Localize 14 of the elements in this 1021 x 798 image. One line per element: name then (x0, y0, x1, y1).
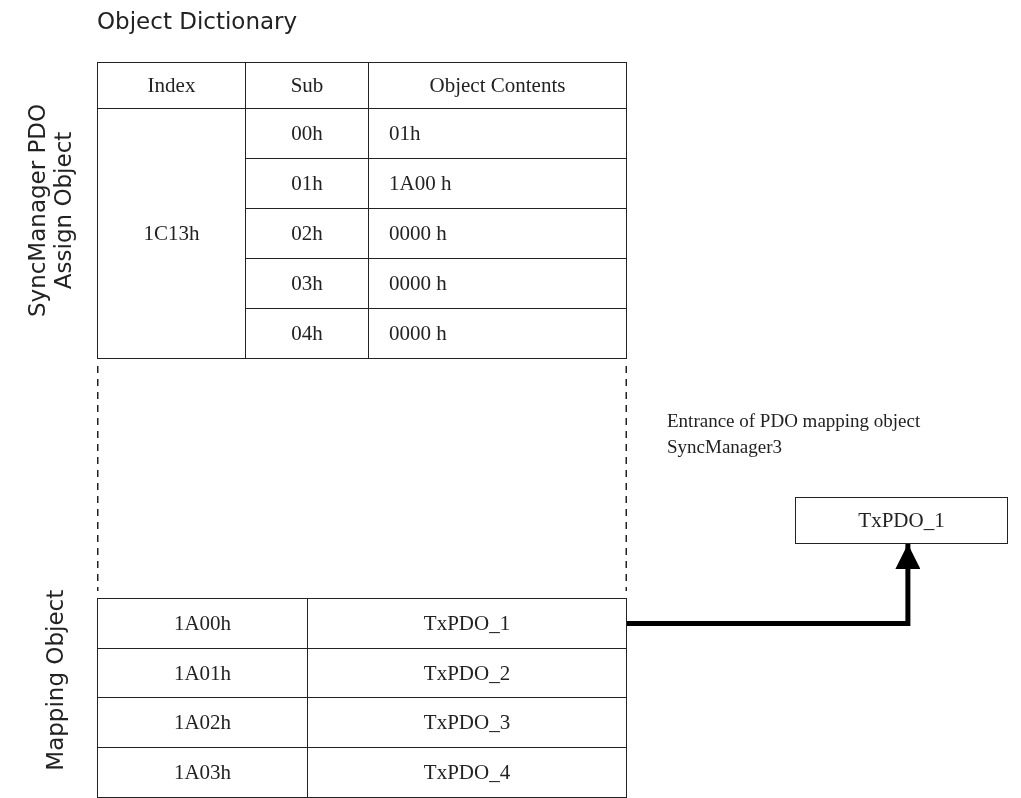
diagram-title: Object Dictionary (97, 8, 298, 34)
side-label: Mapping Object (41, 588, 69, 773)
table-cell: TxPDO_1 (307, 598, 627, 649)
table-cell: 1A00h (97, 598, 308, 649)
table-cell: 1C13h (97, 108, 246, 359)
table-cell: 0000 h (368, 308, 627, 359)
arrow (627, 544, 921, 626)
column-header: Index (97, 62, 246, 109)
side-label: SyncManager PDO Assign Object (23, 102, 77, 319)
table-cell: TxPDO_4 (307, 747, 627, 798)
column-header: Object Contents (368, 62, 627, 109)
caption-text: Entrance of PDO mapping object SyncManager3 (667, 409, 922, 459)
process-box: TxPDO_1 (795, 497, 1008, 544)
table-cell: 1A03h (97, 747, 308, 798)
